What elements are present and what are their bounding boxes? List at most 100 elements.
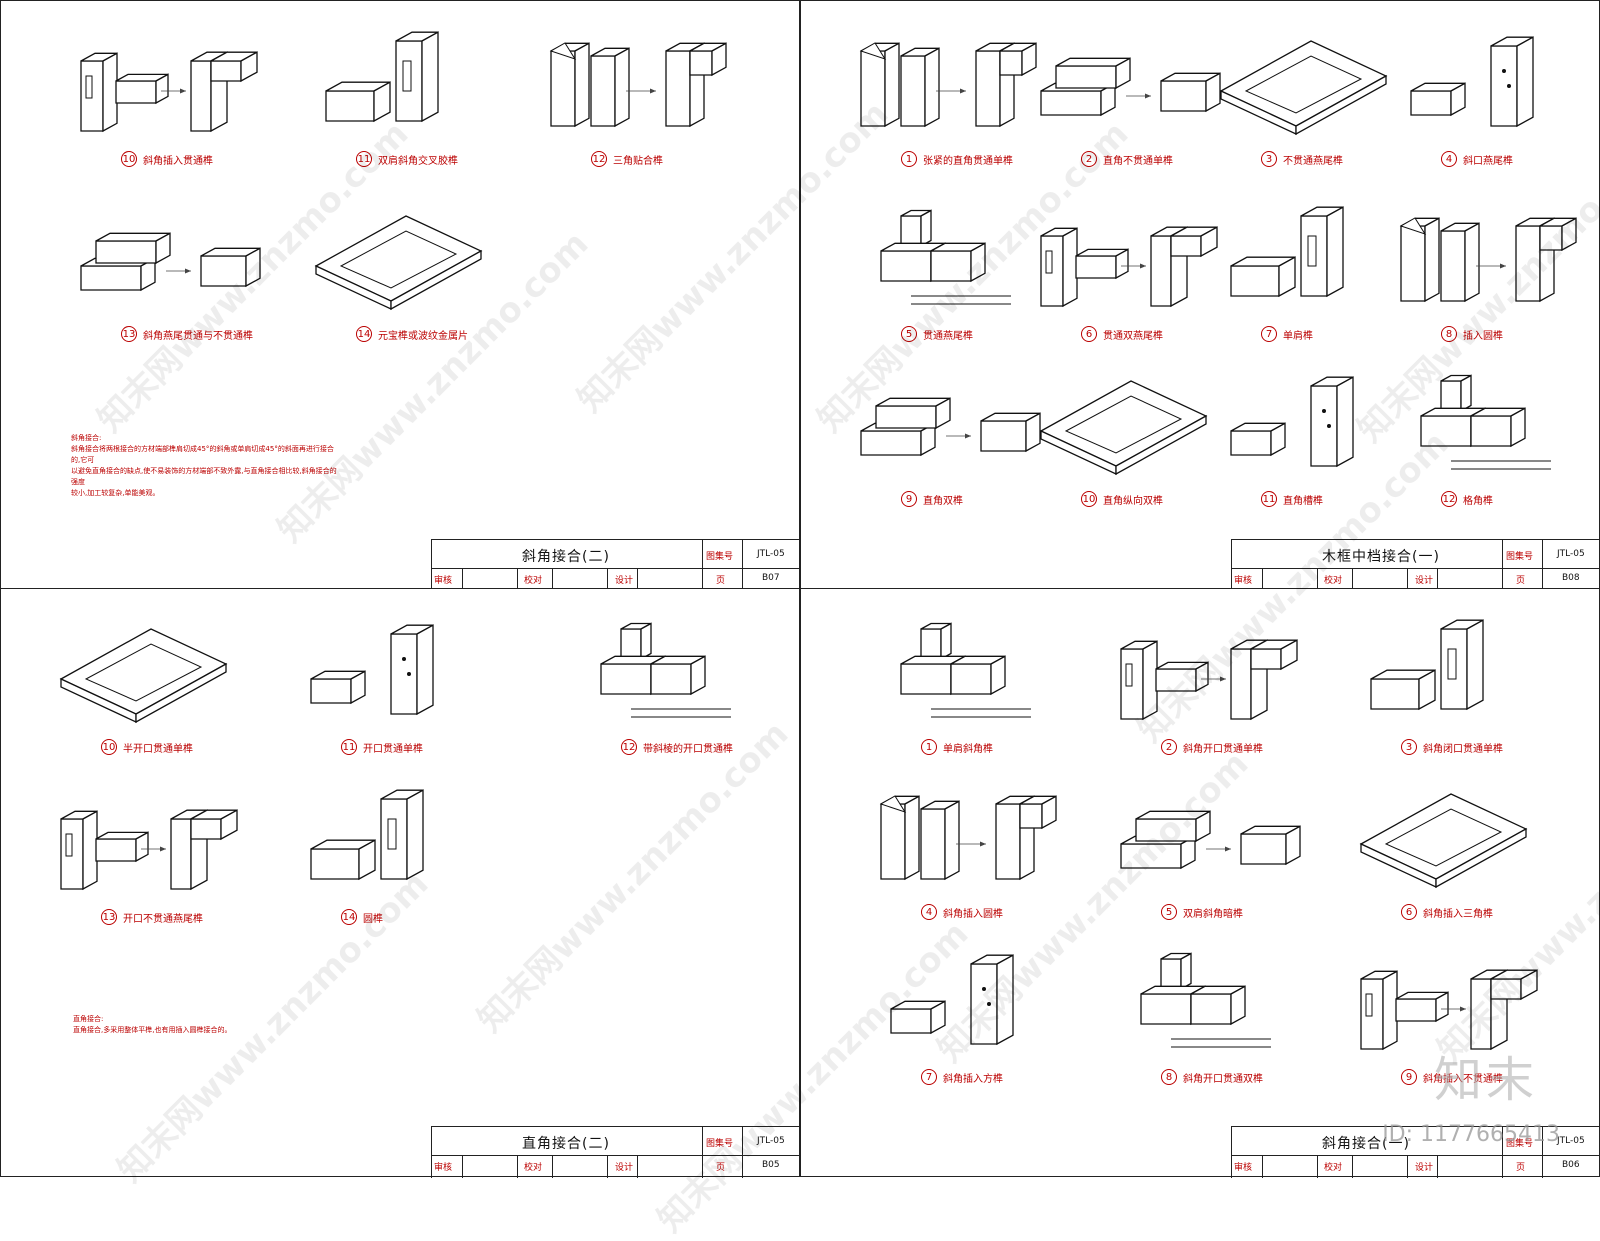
joint-illustration bbox=[310, 789, 424, 881]
joint-caption: 10 直角纵向双榫 bbox=[1081, 491, 1163, 507]
joint-caption: 14 圆榫 bbox=[341, 909, 383, 925]
joint-number: 6 bbox=[1401, 904, 1417, 920]
check-label: 校对 bbox=[524, 1163, 543, 1173]
joint-number: 3 bbox=[1401, 739, 1417, 755]
joint-number: 10 bbox=[121, 151, 137, 167]
sheet-title: 斜角接合(二) bbox=[522, 549, 610, 565]
atlas-label: 图集号 bbox=[706, 1139, 734, 1149]
sheet-title: 直角接合(二) bbox=[522, 1136, 610, 1152]
joint-illustration bbox=[59, 628, 228, 724]
joint-figure-10: 10 直角纵向双榫 bbox=[1021, 361, 1221, 507]
joint-illustration bbox=[1140, 952, 1271, 1048]
atlas-label: 图集号 bbox=[1506, 552, 1534, 562]
image-id-label: ID: 1177665413 bbox=[1382, 1122, 1560, 1147]
joint-label: 直角纵向双榫 bbox=[1103, 495, 1163, 507]
joint-number: 1 bbox=[901, 151, 917, 167]
joint-label: 斜角插入三角榫 bbox=[1423, 908, 1493, 920]
page-label: 页 bbox=[1516, 576, 1526, 586]
note-line: 较小,加工较复杂,单能美观。 bbox=[71, 489, 160, 497]
sheet-note: 直角接合:直角接合,多采用整体平榫,也有用插入圆榫接合的。 bbox=[73, 1014, 343, 1036]
joint-illustration bbox=[1359, 793, 1528, 889]
joint-figure-7: 7 单肩榫 bbox=[1201, 196, 1401, 342]
atlas-label: 图集号 bbox=[1506, 1139, 1534, 1149]
note-line: 直角接合: bbox=[73, 1015, 104, 1023]
joint-number: 8 bbox=[1161, 1069, 1177, 1085]
joint-label: 斜角燕尾贯通与不贯通榫 bbox=[143, 330, 253, 342]
page-number: B08 bbox=[1562, 573, 1580, 583]
joint-number: 2 bbox=[1081, 151, 1097, 167]
joint-number: 5 bbox=[1161, 904, 1177, 920]
joint-illustration bbox=[1370, 619, 1484, 711]
page-number: B07 bbox=[762, 573, 780, 583]
joint-label: 开口不贯通燕尾榫 bbox=[123, 913, 203, 925]
joint-number: 7 bbox=[921, 1069, 937, 1085]
joint-number: 10 bbox=[1081, 491, 1097, 507]
joint-illustration bbox=[1230, 206, 1344, 298]
joint-illustration bbox=[1039, 380, 1208, 476]
joint-label: 圆榫 bbox=[363, 913, 383, 925]
joint-illustration bbox=[860, 397, 1041, 457]
joint-illustration bbox=[1120, 810, 1301, 870]
page-label: 页 bbox=[1516, 1163, 1526, 1173]
joint-number: 14 bbox=[356, 326, 372, 342]
review-label: 审核 bbox=[1234, 576, 1253, 586]
page-label: 页 bbox=[716, 1163, 726, 1173]
joint-illustration bbox=[310, 624, 434, 716]
joint-illustration bbox=[600, 622, 731, 718]
joint-label: 张紧的直角贯通单榫 bbox=[923, 155, 1013, 167]
check-label: 校对 bbox=[1324, 1163, 1343, 1173]
brand-logo: 知末 bbox=[1433, 1052, 1538, 1108]
joint-number: 11 bbox=[1261, 491, 1277, 507]
atlas-number: JTL-05 bbox=[757, 1136, 785, 1146]
joint-label: 单肩榫 bbox=[1283, 330, 1313, 342]
joint-number: 7 bbox=[1261, 326, 1277, 342]
atlas-number: JTL-05 bbox=[757, 549, 785, 559]
joint-number: 6 bbox=[1081, 326, 1097, 342]
note-line: 斜角接合将两根接合的方材端部榫肩切成45°的斜角或单肩切成45°的斜面再进行接合… bbox=[71, 445, 334, 464]
joint-label: 斜角开口贯通双榫 bbox=[1183, 1073, 1263, 1085]
joint-number: 14 bbox=[341, 909, 357, 925]
joint-label: 斜角插入圆榫 bbox=[943, 908, 1003, 920]
sheet-title: 斜角接合(一) bbox=[1322, 1136, 1410, 1152]
joint-illustration bbox=[314, 215, 483, 311]
joint-illustration bbox=[80, 232, 261, 292]
joint-label: 插入圆榫 bbox=[1463, 330, 1503, 342]
review-label: 审核 bbox=[434, 1163, 453, 1173]
joint-illustration bbox=[1420, 374, 1551, 470]
joint-caption: 8 斜角开口贯通双榫 bbox=[1161, 1069, 1263, 1085]
